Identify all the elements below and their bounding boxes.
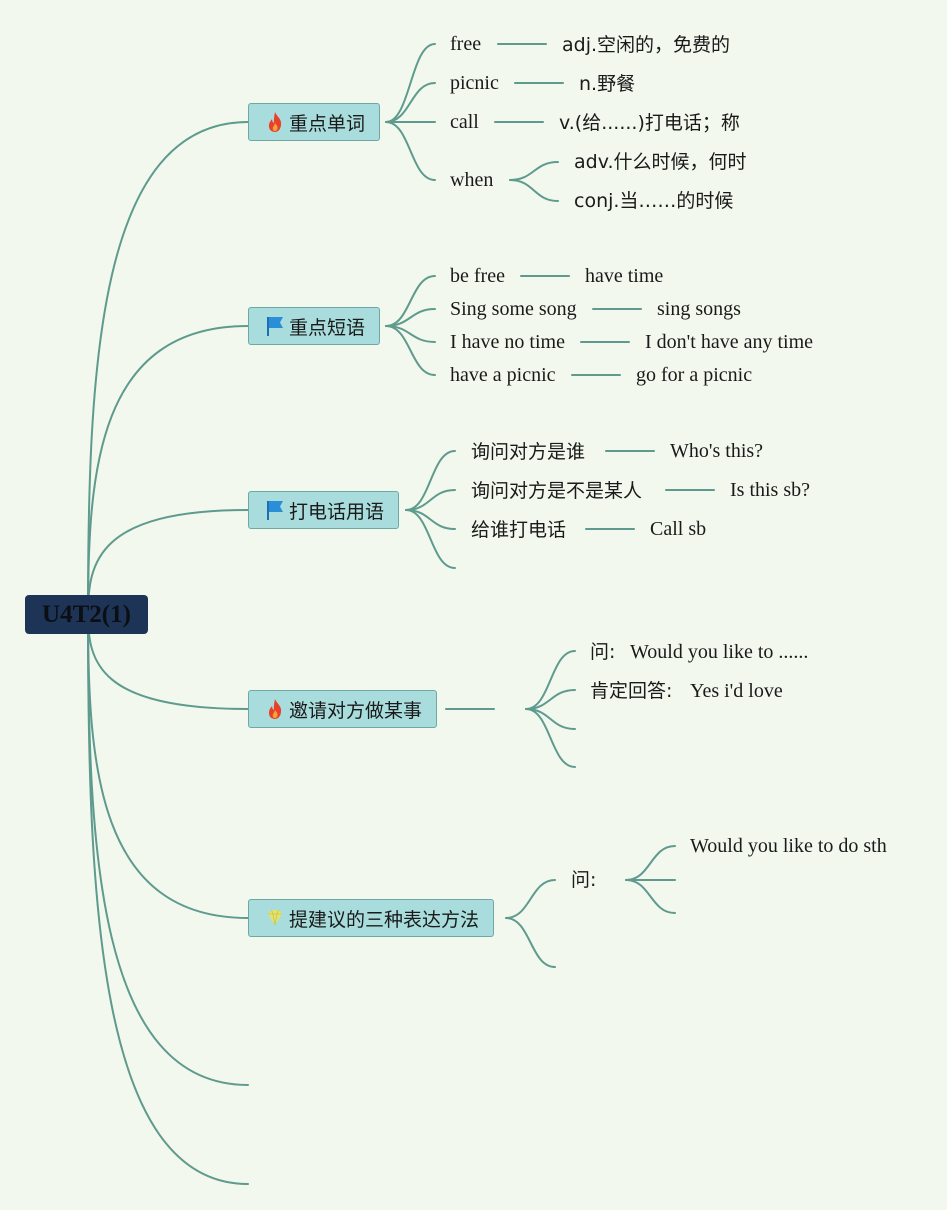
topic-key-phrases[interactable]: 重点短语 <box>248 307 381 345</box>
connector-word-0 <box>385 43 436 123</box>
word-when[interactable]: when <box>450 169 494 191</box>
phone-ask-who-english[interactable]: Who's this? <box>670 440 764 462</box>
flag-icon <box>267 501 283 520</box>
connector-when-adv <box>509 161 559 181</box>
root-topic[interactable]: U4T2(1) <box>25 595 148 634</box>
topic-phone-expressions-label: 打电话用语 <box>289 500 385 523</box>
topic-suggestions-label: 提建议的三种表达方法 <box>289 908 480 931</box>
invitation-question-text[interactable]: Would you like to ...... <box>630 641 809 663</box>
word-when-meaning-conj[interactable]: conj.当……的时候 <box>574 190 734 212</box>
connector-suggestion-question <box>505 879 556 919</box>
phone-call-someone-english[interactable]: Call sb <box>650 518 707 540</box>
connector-invitation-0 <box>525 650 576 710</box>
root-connector-key-words <box>87 121 249 615</box>
topic-key-phrases-label: 重点短语 <box>289 316 366 339</box>
connector-phrase-3 <box>385 325 436 376</box>
phrase-sing-some-song-equivalent[interactable]: sing songs <box>657 298 741 320</box>
phrase-have-no-time-equivalent[interactable]: I don't have any time <box>645 331 813 353</box>
fire-icon <box>268 699 282 719</box>
topic-suggestions[interactable]: 提建议的三种表达方法 <box>248 899 495 937</box>
phone-ask-who[interactable]: 询问对方是谁 <box>471 441 586 463</box>
connector-phone-0 <box>405 450 456 511</box>
suggestion-question-text[interactable]: Would you like to do sth <box>690 835 887 857</box>
phrase-sing-some-song[interactable]: Sing some song <box>450 298 577 320</box>
phrase-have-no-time[interactable]: I have no time <box>450 331 565 353</box>
gem-icon <box>268 909 282 926</box>
root-connector-key-phrases <box>87 325 249 615</box>
phrase-have-a-picnic[interactable]: have a picnic <box>450 364 556 386</box>
connector-invitation-3 <box>525 708 576 768</box>
invitation-question-prefix: 问: <box>590 641 616 663</box>
invitation-answer-prefix: 肯定回答: <box>590 680 673 702</box>
phrase-have-a-picnic-equivalent[interactable]: go for a picnic <box>636 364 753 386</box>
invitation-answer-text[interactable]: Yes i'd love <box>690 680 783 702</box>
connector-word-1 <box>385 82 436 123</box>
root-connector-phone <box>87 509 249 615</box>
topic-phone-expressions[interactable]: 打电话用语 <box>248 491 400 529</box>
root-connector-suggestions <box>87 613 249 919</box>
flag-icon <box>267 317 283 336</box>
root-connector-empty-1 <box>87 613 249 1086</box>
word-free-meaning[interactable]: adj.空闲的，免费的 <box>562 34 731 56</box>
connector-suggestion-empty <box>505 917 556 968</box>
topic-key-words-label: 重点单词 <box>289 112 366 135</box>
connector-when-conj <box>509 179 559 202</box>
phrase-be-free[interactable]: be free <box>450 265 505 287</box>
word-picnic-meaning[interactable]: n.野餐 <box>579 73 636 95</box>
topic-invitation-label: 邀请对方做某事 <box>289 699 423 722</box>
connector-word-3 <box>385 121 436 181</box>
word-free[interactable]: free <box>450 33 482 55</box>
word-call[interactable]: call <box>450 111 479 133</box>
word-when-meaning-adv[interactable]: adv.什么时候，何时 <box>574 151 747 173</box>
connector-phone-1 <box>405 489 456 511</box>
phone-call-someone[interactable]: 给谁打电话 <box>471 519 567 541</box>
connector-suggestion-sub-0 <box>625 845 676 881</box>
phone-ask-if-someone[interactable]: 询问对方是不是某人 <box>471 480 643 502</box>
root-topic-label: U4T2(1) <box>42 600 131 628</box>
connector-invitation-1 <box>525 689 576 710</box>
phone-ask-if-someone-english[interactable]: Is this sb? <box>730 479 810 501</box>
topic-invitation[interactable]: 邀请对方做某事 <box>248 690 438 728</box>
connector-phone-3 <box>405 509 456 569</box>
word-picnic[interactable]: picnic <box>450 72 499 94</box>
topic-key-words[interactable]: 重点单词 <box>248 103 381 141</box>
suggestion-question-prefix: 问: <box>571 869 597 891</box>
fire-icon <box>268 112 282 132</box>
connector-suggestion-sub-2 <box>625 879 676 914</box>
word-call-meaning[interactable]: v.(给......)打电话；称 <box>559 112 740 134</box>
root-connector-empty-2 <box>87 613 249 1185</box>
phrase-be-free-equivalent[interactable]: have time <box>585 265 664 287</box>
